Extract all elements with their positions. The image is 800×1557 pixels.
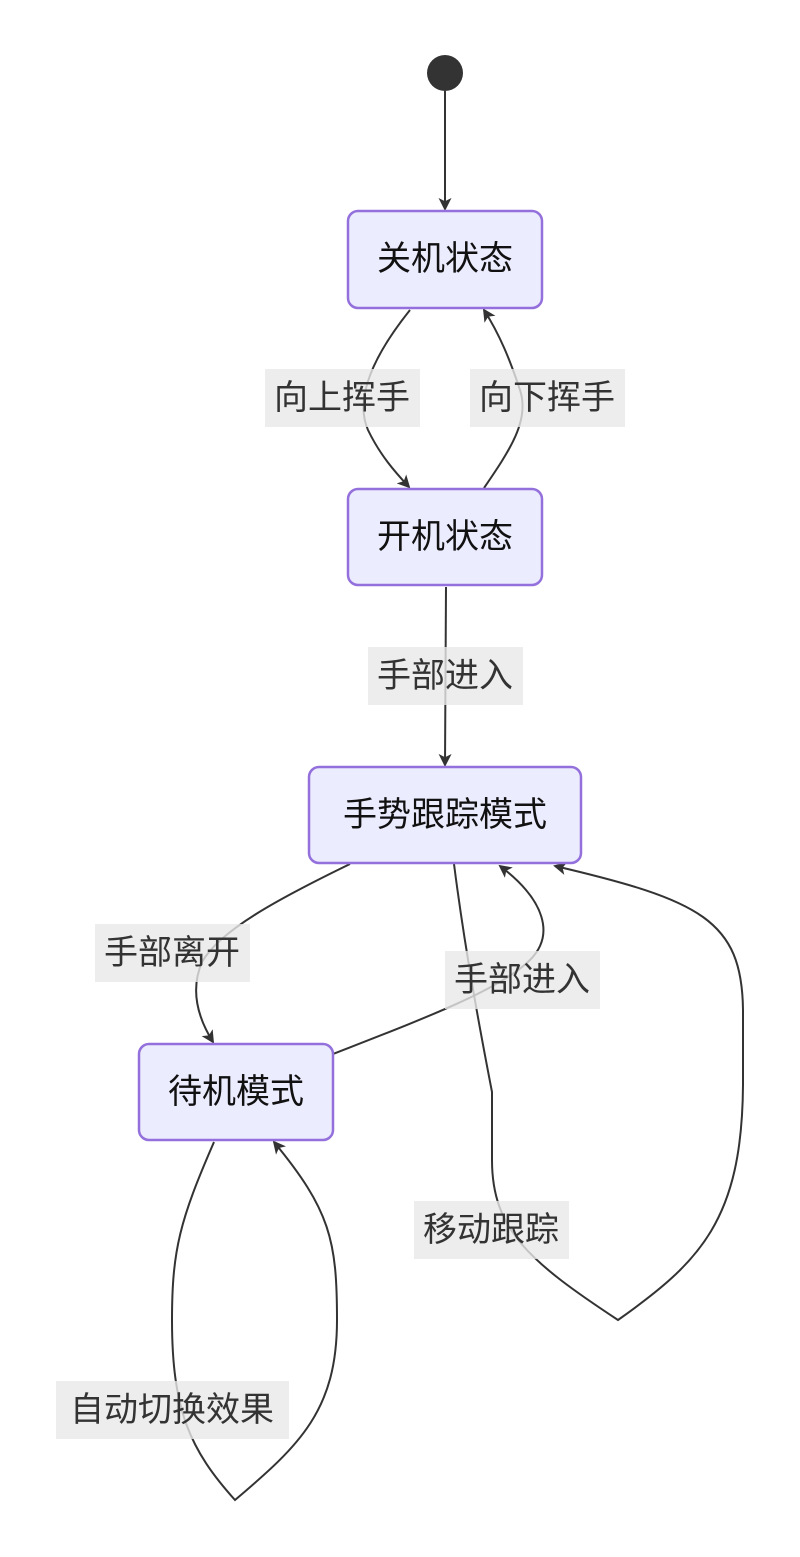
svg-text:移动跟踪: 移动跟踪 (423, 1210, 559, 1250)
svg-text:手势跟踪模式: 手势跟踪模式 (343, 795, 547, 835)
label-swipe-up: 向上挥手 (265, 369, 420, 427)
state-on: 开机状态 (346, 487, 544, 587)
svg-text:自动切换效果: 自动切换效果 (70, 1390, 274, 1430)
label-hand-leave: 手部离开 (95, 924, 250, 982)
label-hand-enter-1: 手部进入 (368, 647, 523, 705)
edge-tracking-self-loop (453, 862, 744, 1322)
label-move-tracking: 移动跟踪 (414, 1201, 569, 1259)
svg-text:向下挥手: 向下挥手 (479, 378, 615, 418)
state-tracking: 手势跟踪模式 (307, 765, 583, 865)
svg-text:手部离开: 手部离开 (104, 933, 240, 973)
svg-text:手部进入: 手部进入 (377, 656, 513, 696)
svg-text:关机状态: 关机状态 (377, 239, 513, 279)
svg-text:向上挥手: 向上挥手 (274, 378, 410, 418)
svg-text:手部进入: 手部进入 (454, 960, 590, 1000)
state-standby: 待机模式 (137, 1042, 335, 1142)
edge-standby-self-loop (170, 1140, 339, 1502)
label-swipe-down: 向下挥手 (470, 369, 625, 427)
svg-text:待机模式: 待机模式 (168, 1072, 304, 1112)
start-node (427, 55, 463, 91)
state-off: 关机状态 (346, 209, 544, 310)
label-auto-switch: 自动切换效果 (56, 1381, 289, 1439)
svg-text:开机状态: 开机状态 (377, 517, 513, 557)
label-hand-enter-2: 手部进入 (445, 951, 600, 1009)
